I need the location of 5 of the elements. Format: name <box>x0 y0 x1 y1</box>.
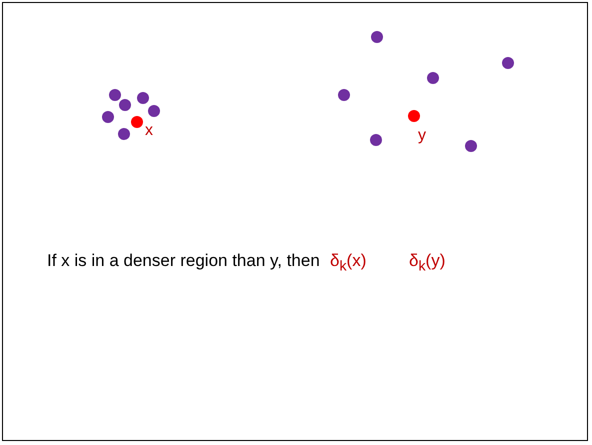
point-label: x <box>145 121 153 141</box>
statement-text: If x is in a denser region than y, then <box>47 251 320 271</box>
point-label: y <box>418 126 426 146</box>
formula-text: δ$_{k}$(y) <box>409 251 446 276</box>
formula-text: δ$_{k}$(x) <box>330 251 366 276</box>
